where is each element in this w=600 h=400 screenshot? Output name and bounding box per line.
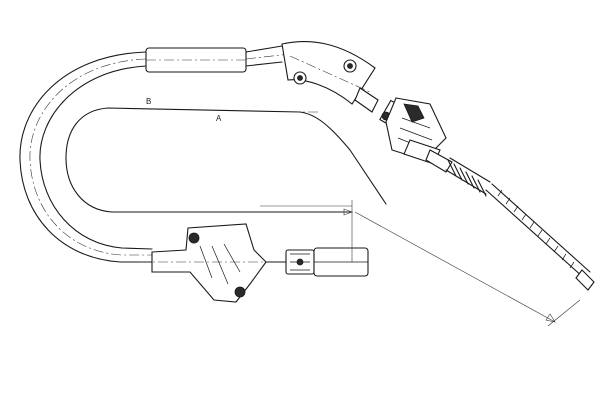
dimension-lines <box>260 200 581 327</box>
guide-tube <box>281 41 376 105</box>
dimension-label-a: A <box>216 114 222 123</box>
threaded-rod <box>485 183 595 291</box>
cable-sheath <box>19 45 291 263</box>
end-connector <box>265 247 369 277</box>
adjuster-assembly <box>354 87 453 173</box>
upper-sleeve <box>145 47 247 73</box>
spring <box>445 157 491 197</box>
mounting-bracket <box>140 223 280 303</box>
dimension-label-b: B <box>146 97 151 106</box>
inner-cable-loop <box>65 107 387 213</box>
